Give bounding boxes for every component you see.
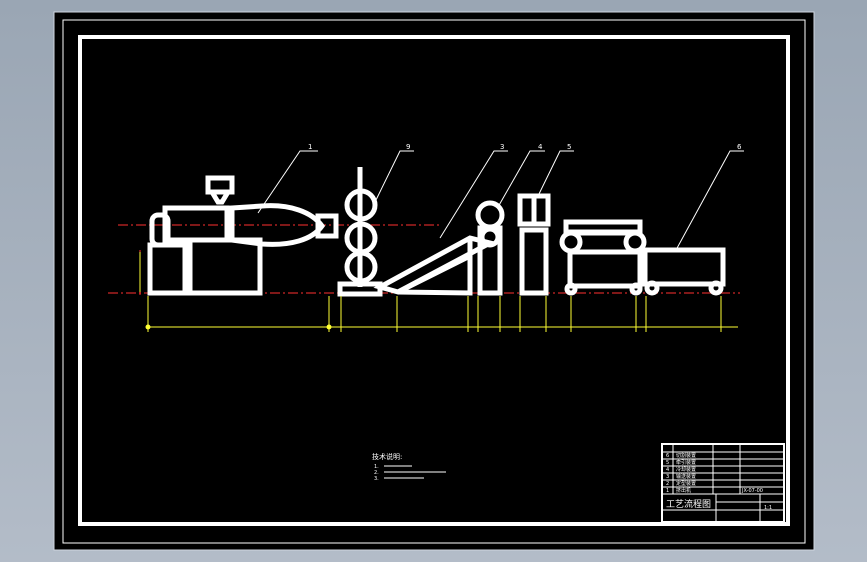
svg-text:切割装置: 切割装置	[676, 452, 696, 459]
balloon-6: 6	[737, 143, 742, 151]
balloon-4: 4	[538, 143, 543, 151]
scale-value: 1:1	[764, 505, 772, 511]
svg-text:2: 2	[666, 481, 669, 487]
title-block	[661, 443, 785, 523]
note-line-1: 1.	[374, 464, 379, 470]
balloon-labels: 1 9 3 4 5 6	[308, 143, 742, 151]
svg-text:冷却装置: 冷却装置	[676, 466, 696, 473]
svg-text:1: 1	[666, 488, 669, 494]
balloon-1: 1	[308, 143, 312, 151]
extruder-machine	[147, 175, 339, 296]
leader-lines	[257, 150, 744, 251]
balloon-9: 9	[406, 143, 410, 151]
drawing-frame	[78, 35, 790, 526]
drawing-title: 工艺流程图	[666, 498, 711, 510]
svg-text:定型装置: 定型装置	[676, 480, 696, 487]
balloon-3: 3	[500, 143, 504, 151]
balloon-5: 5	[567, 143, 571, 151]
drawing-number: JX-07-00	[741, 488, 763, 494]
svg-text:3: 3	[666, 474, 669, 480]
dimension-endpoints	[145, 324, 332, 330]
cutter-unit	[642, 247, 726, 296]
sizing-rollers	[337, 167, 383, 297]
svg-text:输送装置: 输送装置	[676, 473, 696, 480]
svg-text:挤出机: 挤出机	[676, 487, 691, 494]
haul-off-unit	[517, 193, 551, 296]
technical-notes: 技术说明: 1. 2. 3.	[372, 452, 446, 482]
notes-heading: 技术说明:	[372, 452, 402, 461]
title-block-text: 6 切割装置 5 牵引装置 4 冷却装置 3 输送装置 2 定型装置 1 挤出机…	[666, 452, 772, 511]
dimension-lines	[139, 252, 738, 332]
svg-text:4: 4	[666, 467, 669, 473]
note-line-3: 3.	[374, 476, 379, 482]
note-line-2: 2.	[374, 470, 379, 476]
svg-text:6: 6	[666, 453, 669, 459]
svg-text:5: 5	[666, 460, 669, 466]
cooling-unit	[475, 200, 505, 296]
svg-text:牵引装置: 牵引装置	[676, 459, 696, 466]
belt-conveyor	[559, 219, 647, 296]
